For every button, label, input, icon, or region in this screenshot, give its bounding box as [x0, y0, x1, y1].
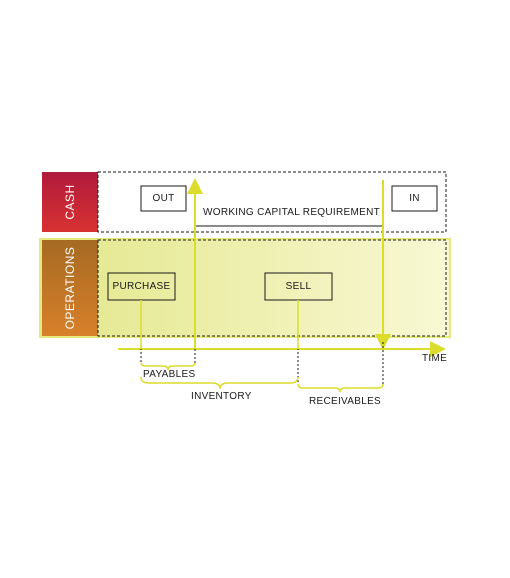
receivables-brace	[297, 383, 384, 393]
out-box	[140, 185, 187, 212]
payables-brace	[140, 362, 196, 371]
operations-section-label: OPERATIONS	[63, 246, 77, 330]
payables-label: PAYABLES	[143, 369, 196, 380]
inventory-label: INVENTORY	[191, 391, 252, 402]
cash-row-frame	[97, 171, 447, 233]
cash-section-bar	[42, 172, 98, 232]
receivables-label: RECEIVABLES	[309, 396, 382, 407]
operations-section-fill	[39, 238, 451, 338]
sell-label: SELL	[285, 281, 312, 292]
inventory-brace	[140, 376, 299, 390]
in-box	[391, 185, 438, 212]
cash-section-label: CASH	[63, 184, 77, 220]
operations-row-frame	[97, 239, 447, 337]
in-label: IN	[409, 193, 420, 204]
purchase-label: PURCHASE	[112, 281, 171, 292]
wcr-label: WORKING CAPITAL REQUIREMENT	[203, 207, 381, 218]
operations-section-bar	[42, 240, 98, 336]
out-label: OUT	[152, 193, 175, 204]
time-label: TIME	[422, 353, 448, 364]
